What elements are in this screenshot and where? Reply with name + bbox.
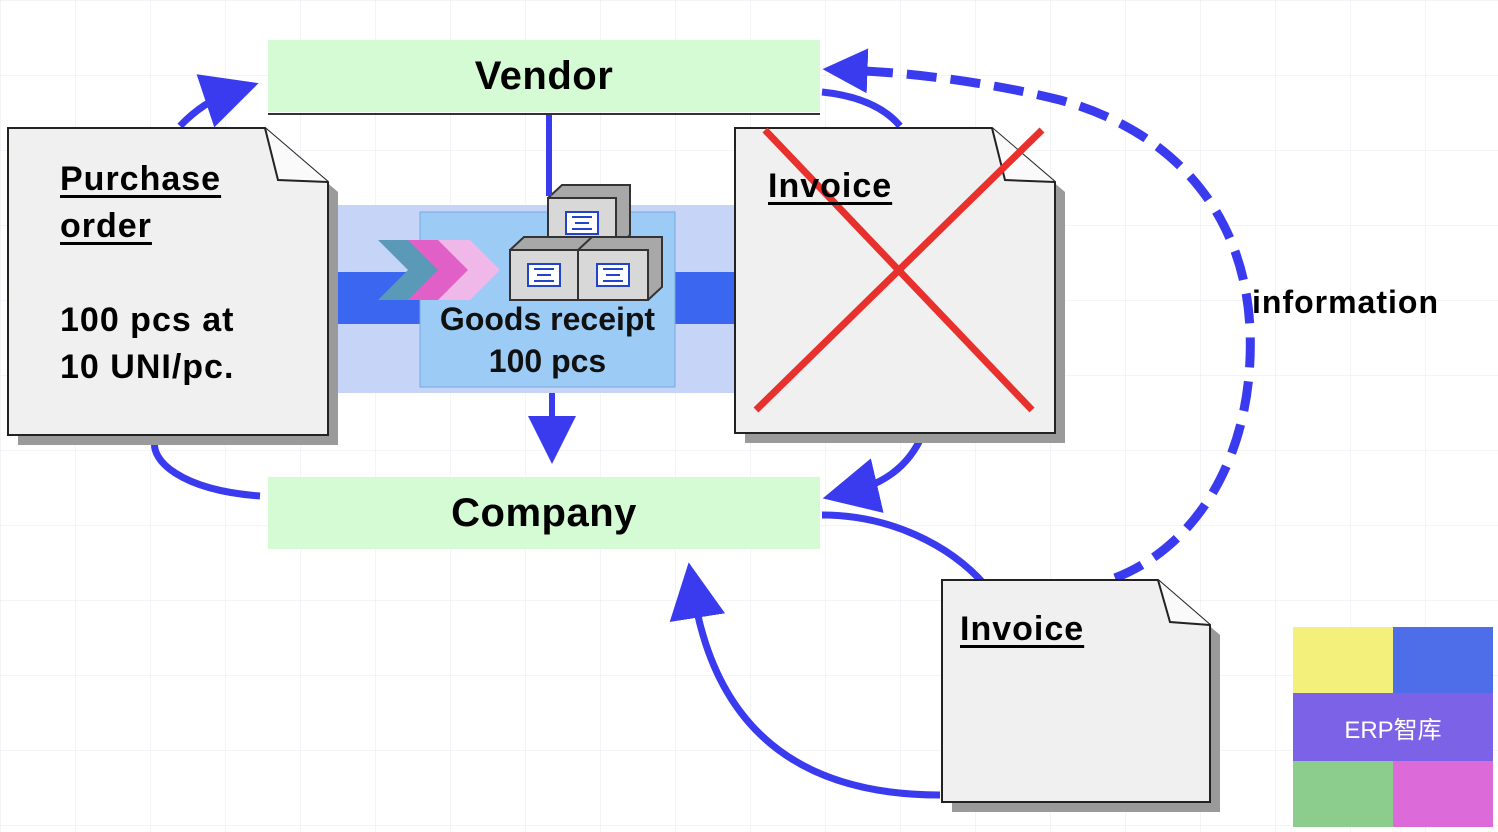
goods-receipt-line1: Goods receipt: [439, 301, 656, 337]
goods-receipt-label: Goods receipt 100 pcs: [420, 298, 675, 382]
vendor-underline: [268, 113, 820, 115]
chevron-arrows-icon: [378, 240, 500, 300]
logo-quadrant-bottom-right: [1393, 761, 1493, 827]
new-invoice-document: [941, 579, 1220, 812]
erp-logo: ERP智库: [1293, 627, 1493, 827]
company-to-new-invoice-curve: [821, 511, 988, 588]
cancelled-invoice-title: Invoice: [768, 167, 893, 205]
logo-quadrant-bottom-left: [1293, 761, 1393, 827]
logo-text: ERP智库: [1293, 693, 1493, 761]
new-invoice-title: Invoice: [960, 610, 1085, 648]
goods-receipt-line2: 100 pcs: [488, 343, 607, 379]
information-dashed-arrow: [822, 48, 1255, 583]
po-to-vendor-arrow: [177, 74, 259, 129]
purchase-order-document: [7, 127, 338, 445]
invoice-to-company-arrow: [822, 438, 924, 513]
purchase-order-text: Purchase order 100 pcs at 10 UNI/pc.: [60, 156, 234, 391]
logo-quadrant-top-left: [1293, 627, 1393, 693]
logo-quadrant-top-right: [1393, 627, 1493, 693]
vendor-to-invoice-curve: [821, 88, 903, 129]
purchase-order-detail-line1: 100 pcs at: [60, 301, 235, 339]
cancel-cross-icon: [753, 127, 1045, 413]
company-box: Company: [268, 477, 820, 549]
purchase-order-title-line1: Purchase: [60, 160, 222, 198]
new-invoice-to-company-arrow: [669, 562, 941, 799]
cancelled-invoice-document: [734, 127, 1065, 443]
company-to-po-curve: [151, 439, 261, 500]
boxes-stack-icon: [509, 184, 663, 301]
purchase-order-detail-line2: 10 UNI/pc.: [60, 348, 235, 386]
vendor-box: Vendor: [268, 40, 820, 112]
information-label: information: [1252, 284, 1439, 320]
purchase-order-title-line2: order: [60, 207, 152, 245]
